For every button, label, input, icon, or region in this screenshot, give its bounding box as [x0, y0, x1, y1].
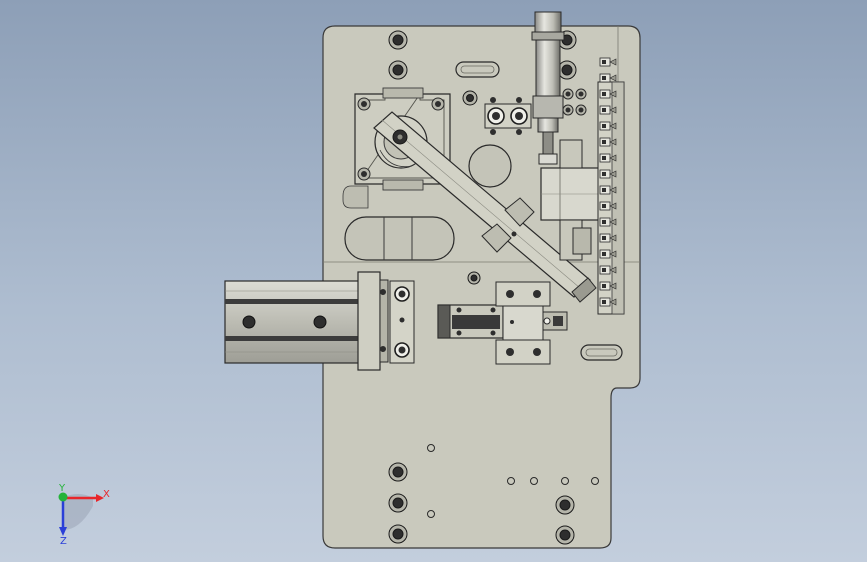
horizontal-actuator — [224, 271, 389, 371]
y-axis-label: Y — [58, 483, 66, 494]
sensor-tooth — [599, 217, 617, 227]
counterbore-hole — [388, 493, 408, 513]
sensor-tooth — [599, 153, 617, 163]
sensor-tooth — [599, 233, 617, 243]
sensor-ladder — [599, 57, 617, 307]
counterbore-hole — [388, 524, 408, 544]
vertical-cylinder — [531, 11, 565, 165]
cylinder-mount-holes — [562, 88, 587, 116]
counterbore-hole — [467, 271, 481, 285]
gripper-assembly — [437, 281, 568, 365]
coordinate-triad: X Y Z — [58, 483, 110, 547]
lever-arm — [373, 111, 597, 303]
slide-block — [540, 139, 606, 261]
counterbore-hole — [388, 60, 408, 80]
vertical-rail — [597, 81, 625, 315]
sensor-tooth — [599, 105, 617, 115]
sensor-tooth — [599, 201, 617, 211]
sensor-tooth — [599, 249, 617, 259]
counterbore-hole — [555, 525, 575, 545]
sensor-tooth — [599, 169, 617, 179]
slot-top — [455, 61, 500, 78]
x-axis-label: X — [103, 489, 110, 500]
sensor-tooth — [599, 121, 617, 131]
y-axis-dot — [58, 492, 68, 502]
counterbore-hole — [462, 90, 478, 106]
slot-right — [580, 344, 623, 361]
sensor-tooth — [599, 281, 617, 291]
x-arrow-icon — [96, 494, 104, 502]
large-round-hole — [468, 144, 512, 188]
sensor-tooth — [599, 57, 617, 67]
plate-notch — [342, 185, 369, 209]
counterbore-hole — [555, 495, 575, 515]
sensor-tooth — [599, 297, 617, 307]
counterbore-hole — [557, 60, 577, 80]
sensor-tooth — [599, 185, 617, 195]
z-axis-label: Z — [60, 536, 67, 547]
large-slot — [344, 216, 455, 261]
sensor-tooth — [599, 265, 617, 275]
terminal-block — [484, 97, 532, 135]
counterbore-hole — [388, 462, 408, 482]
mounting-holes — [388, 30, 577, 545]
sensor-tooth — [599, 137, 617, 147]
z-arrow-icon — [59, 527, 67, 536]
counterbore-hole — [388, 30, 408, 50]
actuator-mount-block — [389, 280, 415, 364]
sensor-tooth — [599, 73, 617, 83]
sensor-tooth — [599, 89, 617, 99]
